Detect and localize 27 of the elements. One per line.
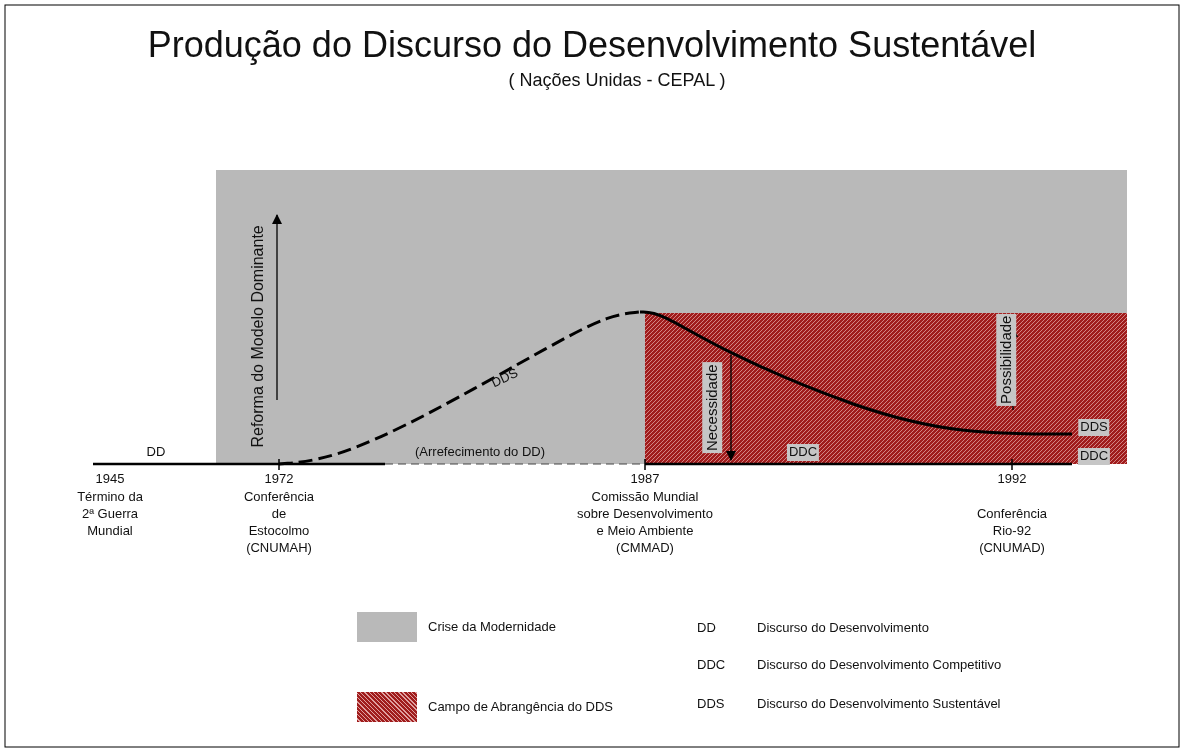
abbreviation-meaning: Discurso do Desenvolvimento Sustentável xyxy=(757,696,1001,713)
line-label: DD xyxy=(146,444,166,461)
year-label: 1987 xyxy=(630,471,660,488)
year-label: 1945 xyxy=(95,471,125,488)
year-label: 1972 xyxy=(264,471,294,488)
curve-label: DDS xyxy=(489,365,521,392)
curve-label: DDS xyxy=(1078,419,1110,436)
year-label: 1992 xyxy=(997,471,1027,488)
event-label: Término da 2ª Guerra Mundial xyxy=(76,489,144,540)
arrow-label: Possibilidade xyxy=(996,313,1016,406)
title: Produção do Discurso do Desenvolvimento Sustentável xyxy=(147,23,1037,67)
arrow-label: Necessidade xyxy=(702,362,722,454)
legend-label: Campo de Abrangência do DDS xyxy=(428,699,613,716)
abbreviation: DDC xyxy=(697,657,726,674)
subtitle: ( Nações Unidas - CEPAL ) xyxy=(508,69,726,92)
line-label: DDC xyxy=(1077,448,1111,465)
line-label: (Arrefecimento do DD) xyxy=(415,444,545,461)
abbreviation-meaning: Discurso do Desenvolvimento xyxy=(757,620,929,637)
abbreviation: DDS xyxy=(697,696,725,713)
event-label: Conferência Rio-92 (CNUMAD) xyxy=(975,506,1049,557)
abbreviation: DD xyxy=(697,620,716,637)
event-label: Conferência de Estocolmo (CNUMAH) xyxy=(242,489,316,557)
axis-label: Reforma do Modelo Dominante xyxy=(247,225,267,448)
line-label: DDC xyxy=(786,444,820,461)
event-label: Comissão Mundial sobre Desenvolvimento e Meio Ambiente (CMMAD) xyxy=(576,489,714,557)
abbreviation-meaning: Discurso do Desenvolvimento Competitivo xyxy=(757,657,1002,674)
legend-label: Crise da Modernidade xyxy=(428,619,556,636)
